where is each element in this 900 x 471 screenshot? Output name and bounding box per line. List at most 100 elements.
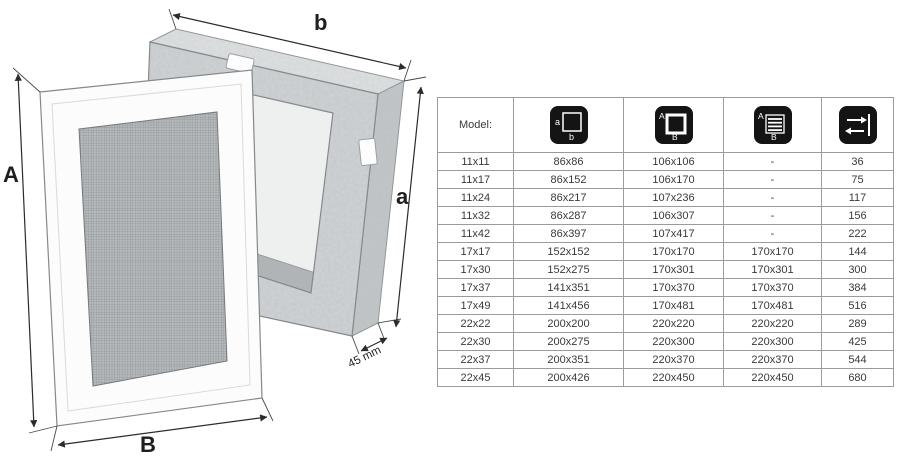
cell-frame-size: 170x301 xyxy=(623,260,724,279)
size-table-body: 11x11 86x86 106x106 - 36 11x17 86x152 10… xyxy=(437,152,894,387)
table-header-row: Model: a b A B xyxy=(437,97,894,153)
dim-line-b xyxy=(172,13,407,70)
louver-grille-icon: A B xyxy=(753,105,792,144)
cell-duct-size: 200x275 xyxy=(513,332,624,351)
cell-louver-size: - xyxy=(723,170,822,189)
size-row: 17x49 141x456 170x481 170x481 516 xyxy=(437,296,894,315)
size-row: 11x24 86x217 107x236 - 117 xyxy=(437,188,894,207)
cell-frame-size: 106x170 xyxy=(623,170,724,189)
cell-cross-section: 156 xyxy=(821,206,894,225)
cell-duct-size: 200x351 xyxy=(513,350,624,369)
cell-model: 11x17 xyxy=(437,170,514,189)
dim-label-frame-height: A xyxy=(3,162,19,187)
cell-louver-size: 220x300 xyxy=(723,332,822,351)
cell-frame-size: 170x481 xyxy=(623,296,724,315)
cell-model: 17x30 xyxy=(437,260,514,279)
dimension-lines xyxy=(14,13,424,448)
dim-label-depth: 45 mm xyxy=(346,344,383,370)
cell-duct-size: 141x456 xyxy=(513,296,624,315)
cell-louver-size: 220x450 xyxy=(723,368,822,387)
cell-frame-size: 220x450 xyxy=(623,368,724,387)
cell-louver-size: - xyxy=(723,152,822,171)
size-row: 11x32 86x287 106x307 - 156 xyxy=(437,206,894,225)
cell-duct-size: 86x397 xyxy=(513,224,624,243)
dim-line-B xyxy=(57,414,268,448)
cell-louver-size: 220x370 xyxy=(723,350,822,369)
svg-text:b: b xyxy=(569,132,574,142)
cell-louver-size: 170x481 xyxy=(723,296,822,315)
svg-text:B: B xyxy=(672,132,678,142)
cell-cross-section: 384 xyxy=(821,278,894,297)
cell-frame-size: 107x417 xyxy=(623,224,724,243)
cell-frame-size: 106x106 xyxy=(623,152,724,171)
size-row: 22x45 200x426 220x450 220x450 680 xyxy=(437,368,894,387)
frame-size-icon: A B xyxy=(654,105,693,144)
cell-cross-section: 117 xyxy=(821,188,894,207)
svg-text:A: A xyxy=(758,111,764,121)
duct-size-icon: a b xyxy=(549,105,588,144)
size-row: 17x37 141x351 170x370 170x370 384 xyxy=(437,278,894,297)
cell-model: 22x37 xyxy=(437,350,514,369)
dim-label-duct-height: a xyxy=(396,184,409,209)
size-row: 17x17 152x152 170x170 170x170 144 xyxy=(437,242,894,261)
cell-louver-size: 170x170 xyxy=(723,242,822,261)
cell-model: 11x32 xyxy=(437,206,514,225)
cell-model: 17x17 xyxy=(437,242,514,261)
cell-cross-section: 516 xyxy=(821,296,894,315)
cell-duct-size: 86x86 xyxy=(513,152,624,171)
cell-cross-section: 300 xyxy=(821,260,894,279)
cell-frame-size: 170x170 xyxy=(623,242,724,261)
cell-frame-size: 170x370 xyxy=(623,278,724,297)
cross-section-icon xyxy=(838,105,877,144)
cross-section-column-header xyxy=(821,97,894,153)
cell-duct-size: 86x217 xyxy=(513,188,624,207)
size-row: 11x11 86x86 106x106 - 36 xyxy=(437,152,894,171)
cell-cross-section: 425 xyxy=(821,332,894,351)
cell-duct-size: 86x152 xyxy=(513,170,624,189)
cell-louver-size: - xyxy=(723,188,822,207)
cell-cross-section: 289 xyxy=(821,314,894,333)
cell-cross-section: 144 xyxy=(821,242,894,261)
cell-louver-size: - xyxy=(723,224,822,243)
svg-text:a: a xyxy=(555,117,560,127)
front-grille xyxy=(39,69,263,427)
cell-duct-size: 200x200 xyxy=(513,314,624,333)
dim-line-depth xyxy=(360,337,388,352)
size-row: 22x37 200x351 220x370 220x370 544 xyxy=(437,350,894,369)
size-row: 11x17 86x152 106x170 - 75 xyxy=(437,170,894,189)
cell-louver-size: - xyxy=(723,206,822,225)
cell-duct-size: 86x287 xyxy=(513,206,624,225)
size-row: 11x42 86x397 107x417 - 222 xyxy=(437,224,894,243)
cell-frame-size: 106x307 xyxy=(623,206,724,225)
cell-duct-size: 152x275 xyxy=(513,260,624,279)
mounting-clip-right xyxy=(358,137,378,167)
cell-louver-size: 170x370 xyxy=(723,278,822,297)
frame-size-column-header: A B xyxy=(623,97,724,153)
cell-louver-size: 220x220 xyxy=(723,314,822,333)
cell-frame-size: 220x300 xyxy=(623,332,724,351)
size-table: Model: a b A B xyxy=(437,97,894,387)
dim-label-frame-width: B xyxy=(140,432,156,457)
cell-model: 22x45 xyxy=(437,368,514,387)
model-column-header: Model: xyxy=(437,97,514,153)
cell-cross-section: 75 xyxy=(821,170,894,189)
svg-text:A: A xyxy=(659,111,665,121)
cell-cross-section: 36 xyxy=(821,152,894,171)
cell-cross-section: 680 xyxy=(821,368,894,387)
dim-line-A xyxy=(14,73,38,428)
cell-model: 22x22 xyxy=(437,314,514,333)
cell-duct-size: 141x351 xyxy=(513,278,624,297)
size-row: 17x30 152x275 170x301 170x301 300 xyxy=(437,260,894,279)
cell-cross-section: 544 xyxy=(821,350,894,369)
technical-drawing: A B b a 45 mm xyxy=(3,8,427,457)
cell-duct-size: 200x426 xyxy=(513,368,624,387)
cell-cross-section: 222 xyxy=(821,224,894,243)
size-row: 22x30 200x275 220x300 220x300 425 xyxy=(437,332,894,351)
size-row: 22x22 200x200 220x220 220x220 289 xyxy=(437,314,894,333)
grille-frame-step xyxy=(51,83,251,412)
louver-size-column-header: A B xyxy=(723,97,822,153)
dim-line-a xyxy=(393,86,424,328)
cell-model: 17x37 xyxy=(437,278,514,297)
cell-frame-size: 220x220 xyxy=(623,314,724,333)
cell-model: 11x11 xyxy=(437,152,514,171)
